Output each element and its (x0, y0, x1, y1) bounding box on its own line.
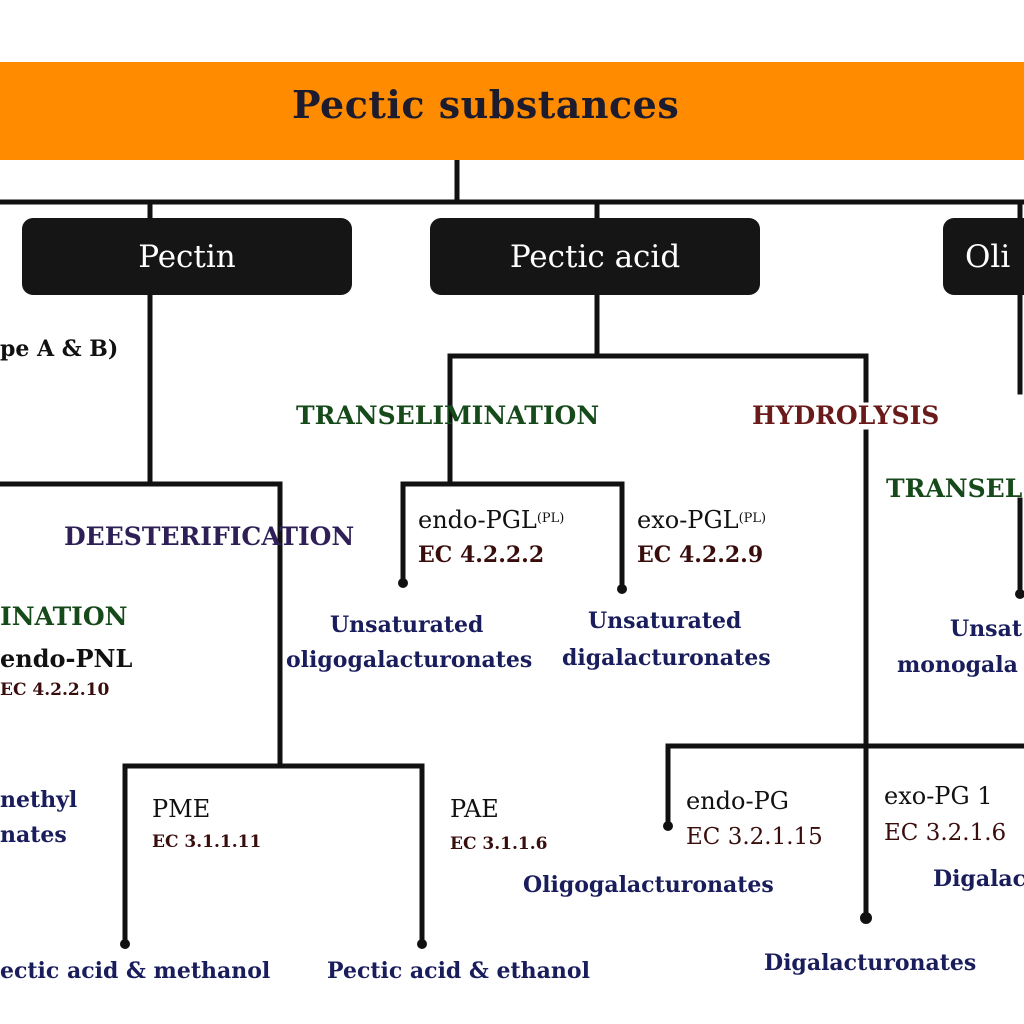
pectin-type-note: pe A & B) (0, 336, 119, 362)
endo-pg-label: endo-PG (686, 787, 789, 815)
oligo-box: Oli (943, 218, 1024, 295)
endo-pg-product: Oligogalacturonates (523, 872, 774, 898)
hydrolysis-label: HYDROLYSIS (752, 401, 940, 430)
exo-pg-product: Digalac (933, 866, 1024, 892)
methyl-product-line1: nethyl (0, 787, 78, 813)
diagram-title: Pectic substances (292, 82, 680, 127)
title-banner: Pectic substances (0, 62, 1024, 160)
pectic-acid-box: Pectic acid (430, 218, 760, 295)
pectin-label: Pectin (138, 238, 236, 275)
exo-pgl-product-line2: digalacturonates (562, 645, 771, 671)
pme-product: ectic acid & methanol (0, 958, 271, 984)
pectic-acid-label: Pectic acid (509, 238, 681, 275)
methyl-product-line2: nates (0, 822, 67, 848)
oligo-label: Oli (965, 238, 1011, 275)
pae-label: PAE (450, 795, 499, 823)
pae-ec: EC 3.1.1.6 (450, 834, 548, 854)
transelimination-label: TRANSELIMINATION (296, 401, 600, 430)
exo-pgl-ec: EC 4.2.2.9 (637, 542, 764, 568)
endo-pgl-product-line2: oligogalacturonates (286, 647, 533, 673)
oligo-product-line2: monogala (897, 652, 1018, 678)
pme-ec: EC 3.1.1.11 (152, 832, 262, 852)
pectin-transelimination-label: INATION (0, 602, 128, 631)
hydrolysis-product: Digalacturonates (764, 950, 977, 976)
endo-pgl-ec: EC 4.2.2.2 (418, 542, 545, 568)
oligo-transelimination-label: TRANSEL (886, 474, 1023, 503)
pme-label: PME (152, 795, 211, 823)
exo-pg-ec: EC 3.2.1.6 (884, 820, 1007, 846)
pae-product: Pectic acid & ethanol (327, 958, 590, 984)
endo-pnl-label: endo-PNL (0, 644, 133, 673)
pectin-box: Pectin (22, 218, 352, 295)
deesterification-label: DEESTERIFICATION (64, 522, 355, 551)
exo-pg-label: exo-PG 1 (884, 782, 993, 810)
endo-pgl-product-line1: Unsaturated (330, 612, 484, 638)
exo-pgl-label: exo-PGL(PL) (637, 506, 767, 534)
oligo-product-line1: Unsat (950, 616, 1022, 642)
endo-pg-ec: EC 3.2.1.15 (686, 824, 823, 850)
exo-pgl-product-line1: Unsaturated (588, 608, 742, 634)
endo-pnl-ec: EC 4.2.2.10 (0, 680, 110, 700)
endo-pgl-label: endo-PGL(PL) (418, 506, 565, 534)
